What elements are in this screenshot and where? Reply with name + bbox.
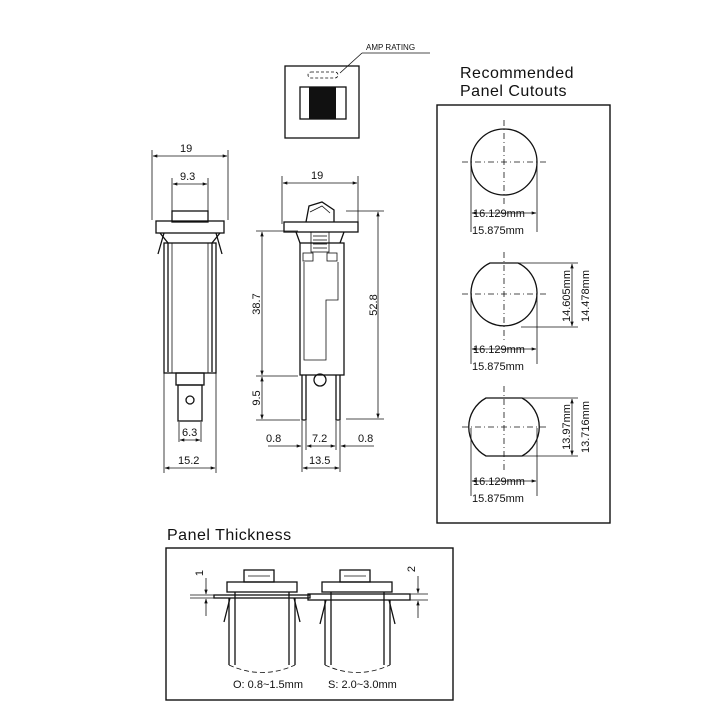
front-terminals — [301, 375, 341, 421]
cutout3-height-min: 13.716mm — [580, 401, 592, 453]
thick-panel-range: S: 2.0~3.0mm — [328, 679, 397, 691]
cutout2-width-min: 15.875mm — [472, 361, 524, 373]
actuator-button — [309, 87, 336, 119]
side-overall-width: 19 — [180, 143, 192, 155]
side-view: 19 9.3 6.3 15.2 — [151, 143, 229, 473]
front-base-width: 13.5 — [309, 455, 330, 467]
side-clips — [159, 232, 221, 372]
panel-thickness: Panel Thickness 1 O: 0.8~1.5mm — [165, 527, 454, 701]
amp-rating-label-area — [307, 71, 339, 79]
terminal-hole — [185, 395, 195, 405]
cutout2-width-max: 16.129mm — [473, 344, 525, 356]
thick-panel-dimension: 2 — [406, 566, 418, 572]
front-terminal-length: 9.5 — [251, 390, 263, 405]
cutouts-title-line2: Panel Cutouts — [460, 83, 567, 100]
cutout-single-flat: 16.129mm 15.875mm 14.605mm 14.478mm — [462, 252, 592, 373]
side-base-width: 15.2 — [178, 455, 199, 467]
cutout3-width-min: 15.875mm — [472, 493, 524, 505]
thin-panel-range: O: 0.8~1.5mm — [233, 679, 303, 691]
side-inner-width: 9.3 — [180, 171, 195, 183]
thickness-box — [165, 547, 454, 701]
cutout2-height-min: 14.478mm — [580, 270, 592, 322]
amp-rating-callout: AMP RATING — [366, 43, 415, 52]
side-tab-width: 6.3 — [182, 427, 197, 439]
cutout1-width-min: 15.875mm — [472, 225, 524, 237]
cutout3-width-max: 16.129mm — [473, 476, 525, 488]
front-view: 19 52.8 38.7 9.5 — [251, 170, 384, 472]
side-flange — [155, 220, 225, 234]
front-left-thickness: 0.8 — [266, 433, 281, 445]
front-body-height: 38.7 — [251, 293, 263, 314]
front-body — [299, 242, 345, 376]
thickness-title: Panel Thickness — [167, 527, 292, 544]
front-right-thickness: 0.8 — [358, 433, 373, 445]
cutouts-title-line1: Recommended — [460, 65, 574, 82]
top-view-outline — [284, 65, 360, 139]
front-overall-width: 19 — [311, 170, 323, 182]
thin-panel-dimension: 1 — [194, 570, 206, 576]
front-center-gap: 7.2 — [312, 433, 327, 445]
thin-panel-breaker: 1 O: 0.8~1.5mm — [190, 569, 311, 691]
side-terminal — [177, 384, 203, 422]
thick-panel-breaker: 2 S: 2.0~3.0mm — [307, 566, 428, 691]
cutout3-height-max: 13.97mm — [561, 404, 573, 450]
cutout1-width-max: 16.129mm — [473, 208, 525, 220]
front-total-height: 52.8 — [368, 294, 380, 315]
callout-leader — [339, 52, 363, 74]
front-toggle — [305, 201, 335, 223]
cutouts-box — [436, 104, 611, 524]
top-view: AMP RATING — [284, 43, 430, 139]
panel-cutouts: Recommended Panel Cutouts 16.129mm 15.87… — [436, 65, 611, 524]
cutout-round: 16.129mm 15.875mm — [462, 120, 546, 237]
front-flange — [283, 221, 359, 233]
front-reset-dot — [313, 373, 327, 387]
cutout-double-flat: 16.129mm 15.875mm 13.97mm 13.716mm — [462, 386, 592, 505]
cutout2-height-max: 14.605mm — [561, 270, 573, 322]
side-button — [171, 210, 209, 223]
